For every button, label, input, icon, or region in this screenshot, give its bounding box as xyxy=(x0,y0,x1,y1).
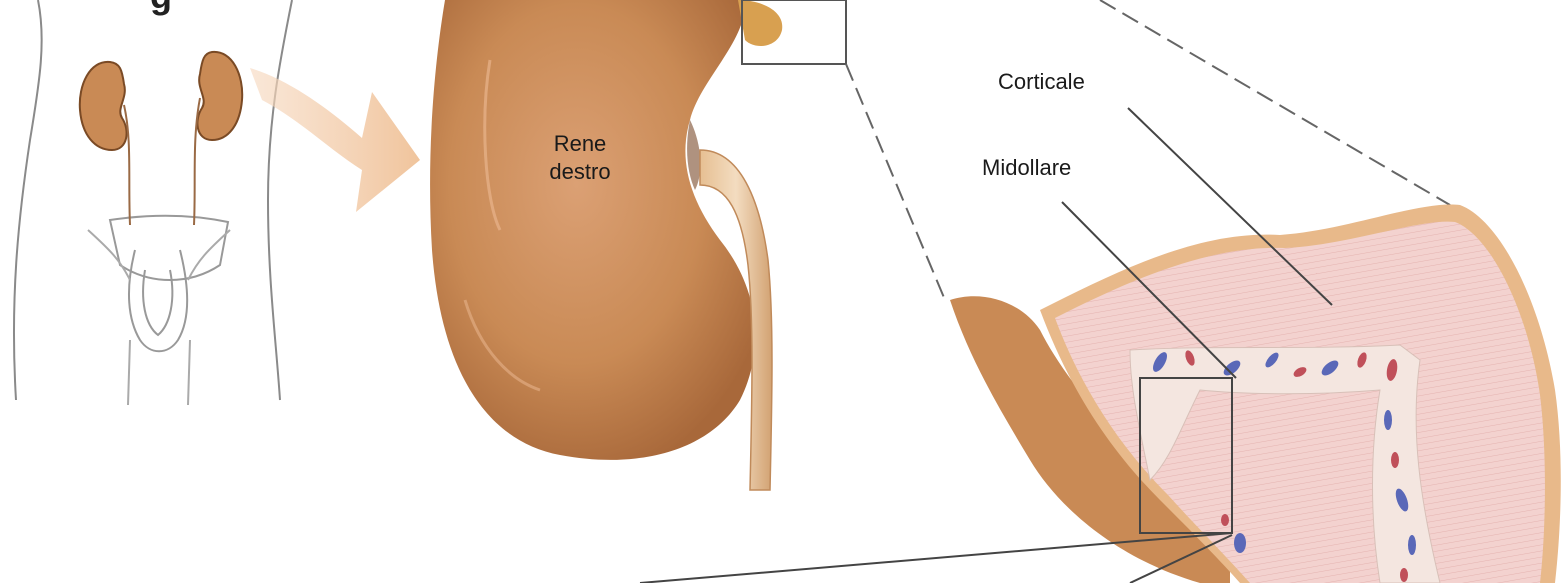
kidney-cross-section xyxy=(950,204,1561,583)
label-midollare: Midollare xyxy=(982,154,1071,182)
label-rene-line1: Rene xyxy=(520,130,640,158)
cropped-heading-fragment: g xyxy=(150,0,172,16)
zoom-arrow xyxy=(250,68,420,212)
right-kidney xyxy=(430,0,782,460)
body-figure xyxy=(14,0,292,405)
small-kidneys-icon xyxy=(80,52,242,225)
label-rene-line2: destro xyxy=(520,158,640,186)
label-rene-destro: Rene destro xyxy=(520,130,640,186)
label-corticale: Corticale xyxy=(998,68,1085,96)
